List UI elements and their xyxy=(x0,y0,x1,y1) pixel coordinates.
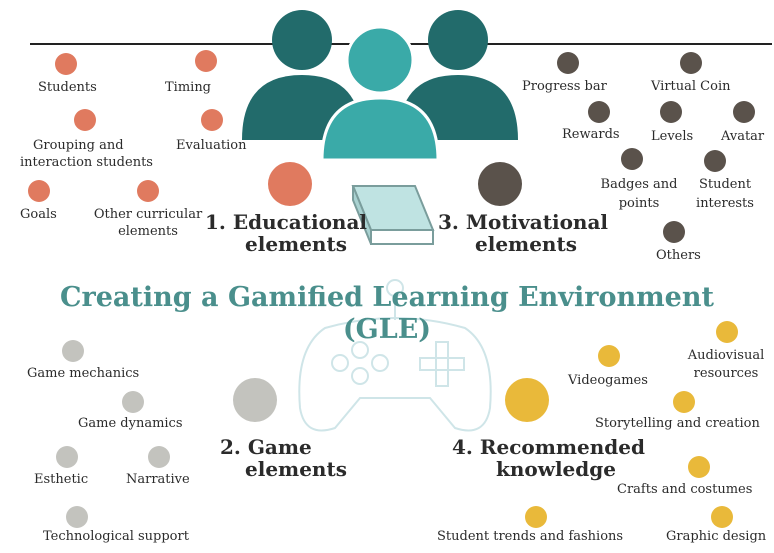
mot-item-others: Others xyxy=(656,248,701,263)
edu-item-evaluation: Evaluation xyxy=(176,138,247,153)
game-dot xyxy=(56,446,78,468)
know-item-storytelling: Storytelling and creation xyxy=(595,416,760,431)
motivational-dot xyxy=(704,150,726,172)
knowledge-heading-dot xyxy=(505,378,549,422)
mot-item-interests-1: Student xyxy=(698,177,752,192)
game-item-mechanics: Game mechanics xyxy=(27,366,140,381)
game-dot xyxy=(66,506,88,528)
game-item-tech-support: Technological support xyxy=(43,529,189,544)
motivational-dot xyxy=(663,221,685,243)
motivational-dot xyxy=(680,52,702,74)
educational-dot xyxy=(74,109,96,131)
people-group-icon xyxy=(242,10,518,162)
motivational-dot xyxy=(733,101,755,123)
knowledge-dot xyxy=(711,506,733,528)
edu-item-goals: Goals xyxy=(20,207,57,222)
educational-dot xyxy=(137,180,159,202)
game-item-dynamics: Game dynamics xyxy=(78,416,183,431)
game-item-esthetic: Esthetic xyxy=(34,472,89,487)
educational-dot xyxy=(195,50,217,72)
motivational-heading-2: elements xyxy=(475,232,577,256)
motivational-heading-dot xyxy=(478,162,522,206)
knowledge-dot xyxy=(716,321,738,343)
game-dot xyxy=(62,340,84,362)
mot-item-badges-1: Badges and xyxy=(600,177,678,192)
mot-item-virtual-coin: Virtual Coin xyxy=(651,79,731,94)
knowledge-dot xyxy=(673,391,695,413)
educational-heading-1: 1. Educational xyxy=(205,210,368,234)
mot-item-badges-2: points xyxy=(618,196,660,211)
know-item-audiovisual-2: resources xyxy=(693,366,759,381)
motivational-dot xyxy=(557,52,579,74)
educational-dot xyxy=(55,53,77,75)
mot-item-rewards: Rewards xyxy=(562,127,620,142)
mot-item-levels: Levels xyxy=(651,129,694,144)
know-item-graphic-design: Graphic design xyxy=(666,529,767,544)
mot-item-progress-bar: Progress bar xyxy=(522,79,607,94)
game-dot xyxy=(148,446,170,468)
game-heading-1: 2. Game xyxy=(220,435,312,459)
knowledge-heading-1: 4. Recommended xyxy=(452,435,645,459)
game-heading-2: elements xyxy=(245,457,347,481)
edu-item-other-1: Other curricular xyxy=(93,207,203,222)
edu-item-timing: Timing xyxy=(165,80,212,95)
edu-item-other-2: elements xyxy=(118,224,178,239)
game-heading-dot xyxy=(233,378,277,422)
educational-dot xyxy=(28,180,50,202)
mot-item-interests-2: interests xyxy=(696,196,754,211)
know-item-videogames: Videogames xyxy=(568,373,648,388)
page-title: Creating a Gamified Learning Environment xyxy=(60,282,714,313)
edu-item-grouping-1: Grouping and xyxy=(33,138,124,153)
motivational-heading-1: 3. Motivational xyxy=(438,210,609,234)
knowledge-dot xyxy=(525,506,547,528)
gamepad-icon xyxy=(298,279,492,432)
edu-item-students: Students xyxy=(38,80,97,95)
book-icon xyxy=(351,185,435,245)
game-dot xyxy=(122,391,144,413)
motivational-dot xyxy=(660,101,682,123)
game-item-narrative: Narrative xyxy=(126,472,190,487)
know-item-audiovisual-1: Audiovisual xyxy=(687,348,765,363)
knowledge-dot xyxy=(598,345,620,367)
educational-heading-2: elements xyxy=(245,232,347,256)
edu-item-grouping-2: interaction students xyxy=(20,155,153,170)
motivational-dot xyxy=(588,101,610,123)
knowledge-dot xyxy=(688,456,710,478)
mot-item-avatar: Avatar xyxy=(721,129,765,144)
motivational-dot xyxy=(621,148,643,170)
page-title-abbrev: (GLE) xyxy=(342,314,432,345)
knowledge-heading-2: knowledge xyxy=(496,457,616,481)
know-item-crafts: Crafts and costumes xyxy=(617,482,753,497)
educational-dot xyxy=(201,109,223,131)
educational-heading-dot xyxy=(268,162,312,206)
know-item-trends: Student trends and fashions xyxy=(437,529,624,544)
